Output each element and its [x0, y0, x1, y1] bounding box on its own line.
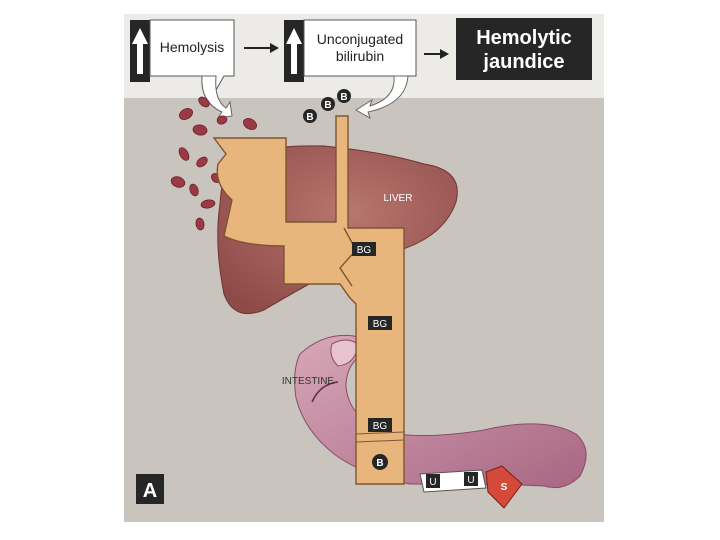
bilirubin-pointer-arrow [355, 75, 409, 120]
bilirubin-molecule: B [303, 109, 317, 123]
bilirubin-glucuronide-box: BG [368, 418, 392, 432]
hemolysis-box: Hemolysis [130, 19, 235, 92]
hemolysis-pointer-arrow [201, 75, 233, 119]
up-arrow-icon [286, 28, 302, 74]
intestine-fold [311, 381, 339, 403]
hepatocyte-membrane [339, 227, 357, 287]
svg-text:U: U [467, 475, 474, 486]
urobilinogen-box: U [426, 474, 440, 488]
svg-text:S: S [501, 482, 508, 493]
diagram-panel: Hemolysis Unconjugated bilirubin Hemolyt… [124, 14, 604, 522]
right-arrow-icon [244, 43, 279, 53]
bilirubin-glucuronide-box: BG [352, 242, 376, 256]
bilirubin-molecule: B [372, 454, 388, 470]
hemolytic-label: Hemolytic [476, 27, 572, 49]
right-arrow-icon [424, 49, 449, 59]
svg-text:BG: BG [373, 421, 388, 432]
svg-text:B: B [324, 100, 331, 111]
intestine-opening [330, 339, 359, 367]
svg-text:B: B [376, 458, 383, 469]
liver-label: LIVER [384, 193, 413, 204]
svg-text:BG: BG [357, 245, 372, 256]
bilirubin-glucuronide-box: BG [368, 316, 392, 330]
bilirubin-label: bilirubin [336, 48, 384, 64]
svg-text:A: A [143, 480, 157, 502]
jaundice-diagram: Hemolysis Unconjugated bilirubin Hemolyt… [124, 14, 604, 522]
svg-text:U: U [429, 477, 436, 488]
bilirubin-transport-path [212, 115, 405, 485]
up-arrow-icon [132, 28, 148, 74]
unconjugated-label: Unconjugated [317, 31, 403, 47]
svg-text:B: B [340, 92, 347, 103]
stercobilin-shape: S [485, 465, 523, 509]
jaundice-label: jaundice [482, 51, 564, 73]
panel-letter-badge: A [136, 474, 164, 504]
duct-exit-line [355, 431, 405, 443]
bilirubin-molecule: B [337, 89, 351, 103]
intestine-label: INTESTINE [282, 376, 335, 387]
bilirubin-molecule: B [321, 97, 335, 111]
hemolytic-jaundice-box: Hemolytic jaundice [456, 18, 592, 80]
hemolysis-label: Hemolysis [160, 39, 225, 55]
svg-text:BG: BG [373, 319, 388, 330]
urobilinogen-box: U [464, 472, 478, 486]
unconjugated-bilirubin-box: Unconjugated bilirubin [284, 19, 417, 82]
svg-text:B: B [306, 112, 313, 123]
